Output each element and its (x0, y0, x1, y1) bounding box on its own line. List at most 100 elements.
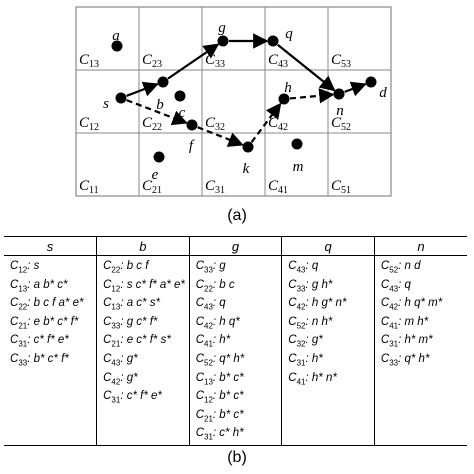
table-entry: C43: g* (103, 352, 138, 368)
dashed-edge-s-f (126, 99, 188, 126)
column-cell-s: C12: s C13: a b* c* C22: b c f a* e* C21: e… (4, 255, 97, 446)
table-entry: C31: h* m* (380, 334, 433, 349)
cell-label-c42: C42 (268, 115, 288, 133)
cell-label-c52: C52 (331, 115, 351, 133)
table-entry: C22: b c (195, 278, 235, 293)
table-entry: C33: q* h* (380, 352, 430, 368)
cell-label-c43: C43 (268, 52, 288, 70)
node-label-m: m (293, 159, 304, 175)
table-entry: C21: e b* c* f* (10, 315, 79, 331)
node-n (333, 88, 345, 100)
dashed-edge-h-n (289, 88, 335, 104)
column-cell-q: C43: q C33: g h* C42: h g* n* C52: n h* C32:… (281, 255, 375, 446)
table-entry: C41: h* (195, 334, 231, 349)
cell-label-c53: C53 (331, 52, 351, 70)
node-m (291, 138, 303, 150)
table-entry: C33: b* c* f* (10, 352, 69, 368)
table-entry: C21: e c* f* s* (103, 334, 171, 349)
column-header-s: s (4, 236, 97, 256)
node-e (153, 151, 165, 163)
cell-label-c31: C31 (205, 178, 225, 196)
cell-label-c21: C21 (142, 178, 162, 196)
solid-edge-n-d (344, 81, 367, 97)
table-entry: C41: m h* (380, 315, 429, 331)
table-entry: C41: h* n* (288, 371, 337, 386)
table-entry: C42: h q* (195, 315, 240, 331)
table-entry: C31: c* h* (195, 427, 244, 442)
solid-edge-s-b (126, 81, 159, 97)
node-label-c: c (179, 105, 186, 121)
node-label-q: q (285, 26, 293, 42)
node-c (174, 90, 186, 102)
node-label-a: a (112, 28, 120, 44)
cell-label-c12: C12 (79, 115, 99, 133)
table-entry: C32: g* (288, 334, 323, 349)
table-entry: C13: a c* s* (103, 297, 160, 312)
node-a (111, 40, 123, 52)
table-entry: C33: g (195, 260, 226, 275)
caption-a: (a) (227, 207, 247, 224)
table-entry: C31: c* f* e* (103, 390, 162, 405)
node-label-f: f (189, 138, 195, 154)
solid-edge-q-n (276, 43, 336, 92)
table-entry: C52: q* h* (195, 352, 245, 368)
table-entry: C13: b* c* (195, 371, 244, 386)
table-entry: C33: g h* (288, 278, 333, 293)
column-header-q: q (281, 236, 375, 256)
node-label-g: g (218, 20, 226, 36)
node-label-k: k (243, 161, 250, 177)
cell-label-c33: C33 (205, 52, 225, 70)
node-d (365, 76, 377, 88)
table-entry: C31: c* f* e* (10, 334, 69, 349)
caption-b: (b) (227, 449, 247, 466)
node-g (217, 35, 229, 47)
node-q (267, 35, 279, 47)
table-entry: C43: q (380, 278, 411, 293)
solid-edge-b-g (167, 43, 220, 80)
table-entry: C22: b c f (103, 260, 149, 275)
table-entry: C12: b* c* (195, 390, 244, 405)
node-label-h: h (284, 80, 292, 96)
table-entry: C13: a b* c* (10, 278, 68, 293)
node-label-e: e (152, 167, 159, 183)
cell-label-c11: C11 (79, 178, 99, 196)
column-header-n: n (373, 236, 467, 256)
cell-label-c41: C41 (268, 178, 288, 196)
column-cell-b: C22: b c f C12: s c* f* a* e* C13: a c* s*… (96, 255, 190, 446)
table-entry: C12: s (10, 260, 40, 275)
column-header-g: g (188, 236, 282, 256)
dashed-edge-f-k (197, 126, 244, 147)
table-entry: C42: g* (103, 371, 138, 386)
node-label-d: d (379, 85, 387, 101)
table-entry: C22: b c f a* e* (10, 297, 84, 312)
node-label-s: s (103, 96, 109, 112)
column-cell-g: C33: g C22: b c C43: q C42: h q* C41: h* C52:… (188, 255, 282, 446)
dashed-edge-k-h (250, 102, 282, 143)
node-b (157, 76, 169, 88)
table-entry: C21: b* c* (195, 408, 244, 424)
node-label-n: n (336, 103, 344, 119)
cell-label-c51: C51 (331, 178, 351, 196)
table-entry: C43: q (195, 297, 226, 312)
table-entry: C42: h g* n* (288, 297, 347, 312)
table-entry: C12: s c* f* a* e* (103, 278, 185, 293)
node-f (186, 119, 198, 131)
column-header-b: b (96, 236, 190, 256)
table-body-row: C12: s C13: a b* c* C22: b c f a* e* C21: e… (4, 255, 467, 446)
cell-label-c22: C22 (142, 115, 162, 133)
node-label-b: b (156, 97, 164, 113)
table-entry: C52: n h* (288, 315, 333, 331)
table-entry: C31: h* (288, 352, 323, 368)
node-s (115, 92, 127, 104)
node-k (242, 141, 254, 153)
table-entry: C33: g c* f* (103, 315, 158, 331)
table-entry: C43: q (288, 260, 319, 275)
table-entry: C42: h q* m* (380, 297, 443, 312)
node-h (278, 93, 290, 105)
cell-label-c13: C13 (79, 52, 99, 70)
cell-label-c23: C23 (142, 52, 162, 70)
